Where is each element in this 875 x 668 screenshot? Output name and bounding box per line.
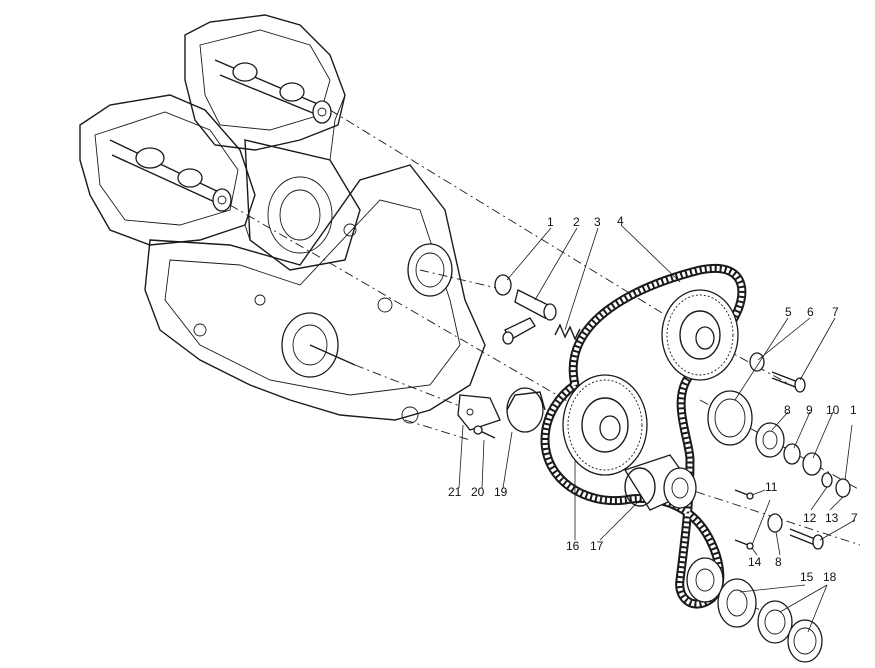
callout-9: 9 [806, 403, 813, 417]
callout-14: 14 [748, 555, 762, 569]
callout-6: 6 [807, 305, 814, 319]
callout-8-lower: 8 [775, 555, 782, 569]
washer-part-6 [749, 352, 765, 372]
callout-15: 15 [800, 570, 814, 584]
callout-labels: 1 2 3 4 5 6 7 8 9 10 1 11 12 13 7 8 14 1… [448, 214, 858, 584]
leader-lines [458, 224, 856, 633]
washer-part-15 [717, 578, 757, 628]
callout-3: 3 [594, 215, 601, 229]
screw-part-11 [734, 489, 754, 550]
bearing-part-8 [755, 422, 785, 458]
screw-part-20 [473, 425, 496, 439]
callout-16: 16 [566, 539, 580, 553]
washer-part-18 [787, 619, 823, 663]
washer-part-9 [783, 443, 801, 465]
engine-block [79, 14, 486, 424]
callout-4: 4 [617, 214, 624, 228]
seal-part-19 [506, 387, 546, 433]
washer-part-12 [821, 472, 833, 488]
callout-7-lower: 7 [851, 511, 858, 525]
callout-8-upper: 8 [784, 403, 791, 417]
callout-17: 17 [590, 539, 604, 553]
screw-part-7-upper [771, 371, 806, 393]
washer-part-10 [802, 452, 822, 476]
tensioner-pin-part-2 [502, 289, 557, 345]
nut-part-1 [835, 478, 851, 498]
callout-1: 1 [547, 215, 554, 229]
callout-2: 2 [573, 215, 580, 229]
callout-7-upper: 7 [832, 305, 839, 319]
callout-5: 5 [785, 305, 792, 319]
screw-part-7-lower [789, 528, 824, 550]
timing-belt [540, 264, 747, 609]
front-camshaft-pulley [562, 374, 648, 476]
washer-part-8-lower [767, 513, 783, 533]
callout-11: 11 [765, 480, 778, 494]
callout-19: 19 [494, 485, 508, 499]
washer-part-16-lower [757, 600, 793, 644]
upper-camshaft-pulley [661, 289, 739, 381]
callout-12: 12 [803, 511, 817, 525]
assembly-centre-lines [229, 109, 861, 641]
crankshaft-pulley [686, 557, 724, 603]
bracket-part-21 [457, 394, 501, 431]
callout-10: 10 [826, 403, 840, 417]
callout-1-right: 1 [850, 403, 857, 417]
callout-13: 13 [825, 511, 839, 525]
pulley-flange-part-5 [707, 390, 753, 446]
callout-21: 21 [448, 485, 462, 499]
tensioner-roller [624, 454, 697, 511]
spring-part-3 [554, 323, 581, 341]
callout-18: 18 [823, 570, 837, 584]
callout-20: 20 [471, 485, 485, 499]
